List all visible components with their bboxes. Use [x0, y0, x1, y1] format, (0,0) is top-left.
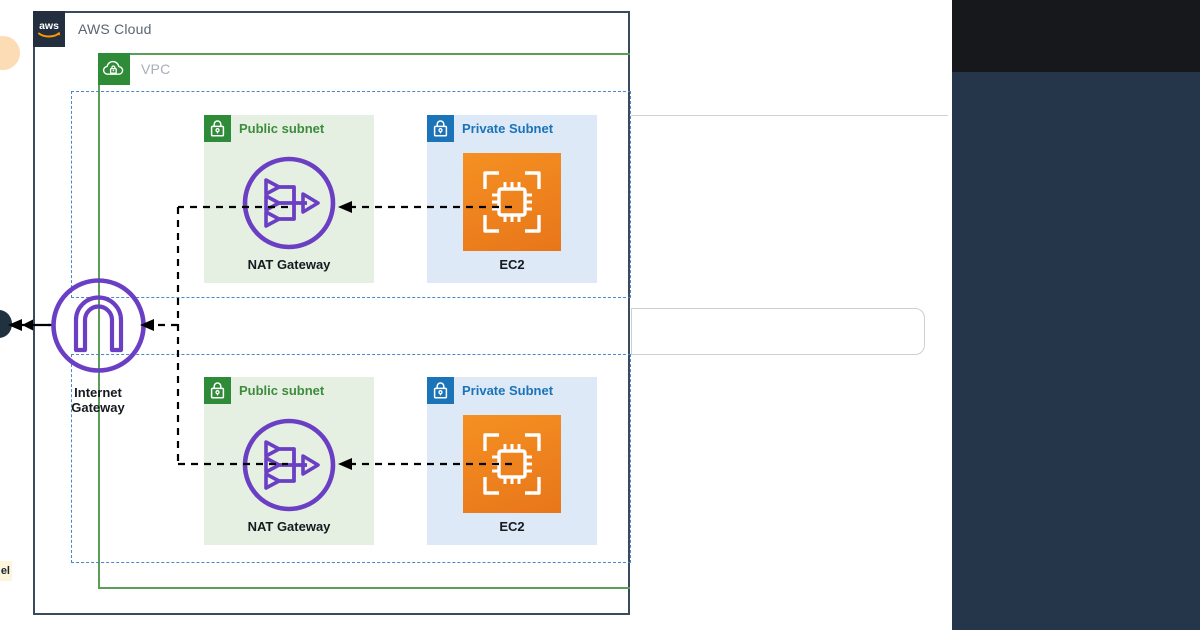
edge-internet-node [0, 310, 12, 338]
right-sidebar-topbar [952, 0, 1200, 72]
vpc-boundary [98, 53, 630, 589]
subnet-header: Private Subnet [427, 115, 553, 142]
private-subnet-1-label: Private Subnet [462, 121, 554, 136]
subnet-header: Public subnet [204, 115, 324, 142]
edge-orange-blob [0, 36, 20, 70]
vpc-label: VPC [141, 61, 171, 77]
nat-gateway-icon [239, 415, 339, 520]
lock-icon [427, 377, 454, 404]
public-subnet-1-label: Public subnet [239, 121, 325, 136]
internet-gateway-label: Internet Gateway [42, 385, 154, 415]
ec2-instance-icon [463, 415, 561, 513]
nat-gateway-icon [239, 153, 339, 258]
availability-zone-2-boundary [71, 354, 631, 563]
private-subnet-1: Private Subnet [427, 115, 597, 283]
private-subnet-2-label: Private Subnet [462, 383, 554, 398]
aws-cloud-label: AWS Cloud [78, 21, 152, 37]
ec2-label: EC2 [499, 519, 525, 534]
text-input-field[interactable] [631, 308, 925, 355]
internet-gateway-label-line1: Internet [74, 385, 122, 400]
content-divider [631, 115, 948, 116]
internet-gateway-icon [50, 277, 147, 374]
nat-gateway-label: NAT Gateway [247, 519, 331, 534]
public-subnet-2-label: Public subnet [239, 383, 325, 398]
availability-zone-1-boundary [71, 91, 631, 298]
public-subnet-1: Public subnet NAT Gateway [204, 115, 374, 283]
ec2-label: EC2 [499, 257, 525, 272]
internet-gateway-label-line2: Gateway [71, 400, 125, 415]
aws-logo-icon: aws [33, 11, 65, 47]
public-subnet-2: Public subnet NAT Gateway [204, 377, 374, 545]
lock-icon [427, 115, 454, 142]
right-sidebar-panel[interactable] [952, 0, 1200, 630]
aws-cloud-boundary [33, 11, 630, 615]
vpc-cloud-lock-icon [98, 53, 130, 85]
ec2-instance-icon [463, 153, 561, 251]
subnet-header: Public subnet [204, 377, 324, 404]
private-subnet-2: Private Subnet [427, 377, 597, 545]
lock-icon [204, 377, 231, 404]
nat-gateway-label: NAT Gateway [247, 257, 331, 272]
svg-text:aws: aws [39, 20, 59, 32]
subnet-header: Private Subnet [427, 377, 553, 404]
lock-icon [204, 115, 231, 142]
edge-badge: el [0, 561, 12, 581]
